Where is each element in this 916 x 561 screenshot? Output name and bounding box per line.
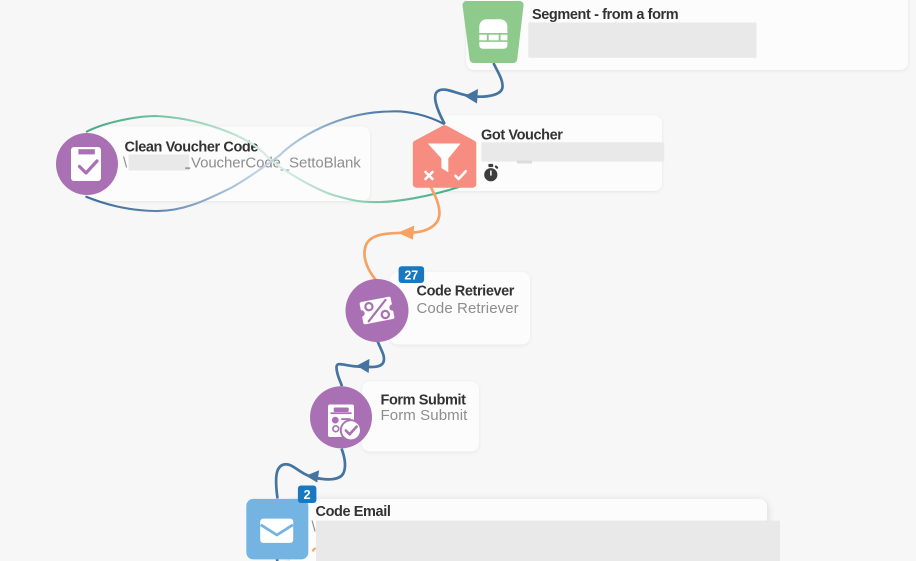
svg-text:2: 2 bbox=[304, 488, 311, 502]
svg-text:Clean Voucher Code: Clean Voucher Code bbox=[125, 140, 259, 156]
svg-text:Code Retriever: Code Retriever bbox=[417, 300, 519, 317]
svg-text:Code Retriever: Code Retriever bbox=[417, 284, 515, 300]
svg-text:Got Voucher: Got Voucher bbox=[481, 128, 563, 144]
svg-text:Code Email: Code Email bbox=[316, 504, 391, 520]
svg-text:Segment - from a form: Segment - from a form bbox=[532, 7, 678, 23]
svg-text:Form Submit: Form Submit bbox=[381, 393, 467, 409]
svg-text:\: \ bbox=[123, 155, 128, 172]
svg-text:27: 27 bbox=[404, 268, 418, 282]
svg-text:\: \ bbox=[312, 519, 317, 536]
svg-text:Form Submit: Form Submit bbox=[381, 407, 469, 424]
